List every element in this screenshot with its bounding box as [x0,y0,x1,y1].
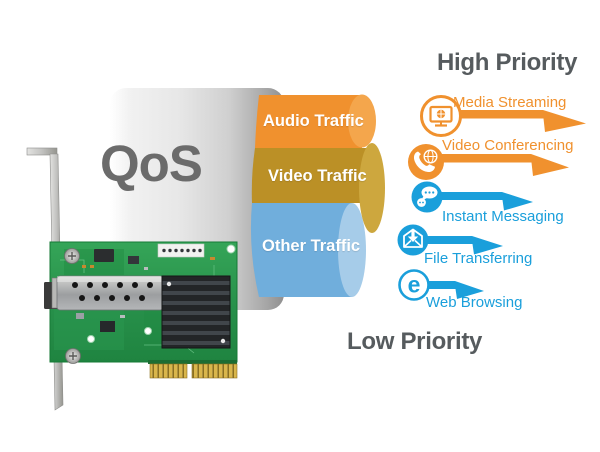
pcie-edge-connector [148,360,238,379]
file-transferring-icon [397,224,429,256]
file-transferring-label: File Transferring [424,250,533,267]
instant-messaging-arrow [440,192,533,211]
other-traffic-pipe [250,203,366,297]
high-priority-heading: High Priority [437,49,578,76]
video-traffic-pipe [251,143,385,233]
media-streaming-arrow [450,110,586,132]
controller-chip [94,249,114,262]
qos-title: QoS [100,135,203,192]
sfp-port-cage [44,275,164,311]
web-browsing-icon: e [398,269,430,301]
video-conferencing-label: Video Conferencing [442,137,574,154]
file-transferring-arrow [425,236,503,255]
svg-text:e: e [408,272,421,298]
other-traffic-label: Other Traffic [262,237,361,255]
heatsink [161,275,231,349]
media-streaming-label: Media Streaming [453,94,567,111]
traffic-pipes [250,94,385,297]
instant-messaging-icon [411,181,443,213]
bracket-screw-bottom [65,348,81,364]
audio-traffic-label: Audio Traffic [263,112,364,130]
network-adapter-card [26,147,238,411]
instant-messaging-label: Instant Messaging [442,208,564,225]
video-conferencing-icon [408,144,444,180]
video-traffic-label: Video Traffic [268,167,367,185]
bracket-screw-top [64,248,80,264]
web-browsing-label: Web Browsing [426,294,523,311]
media-streaming-icon [420,95,462,137]
audio-traffic-pipe [255,94,376,148]
web-browsing-arrow [427,281,484,299]
video-conferencing-arrow [438,154,569,176]
low-priority-heading: Low Priority [347,328,483,355]
